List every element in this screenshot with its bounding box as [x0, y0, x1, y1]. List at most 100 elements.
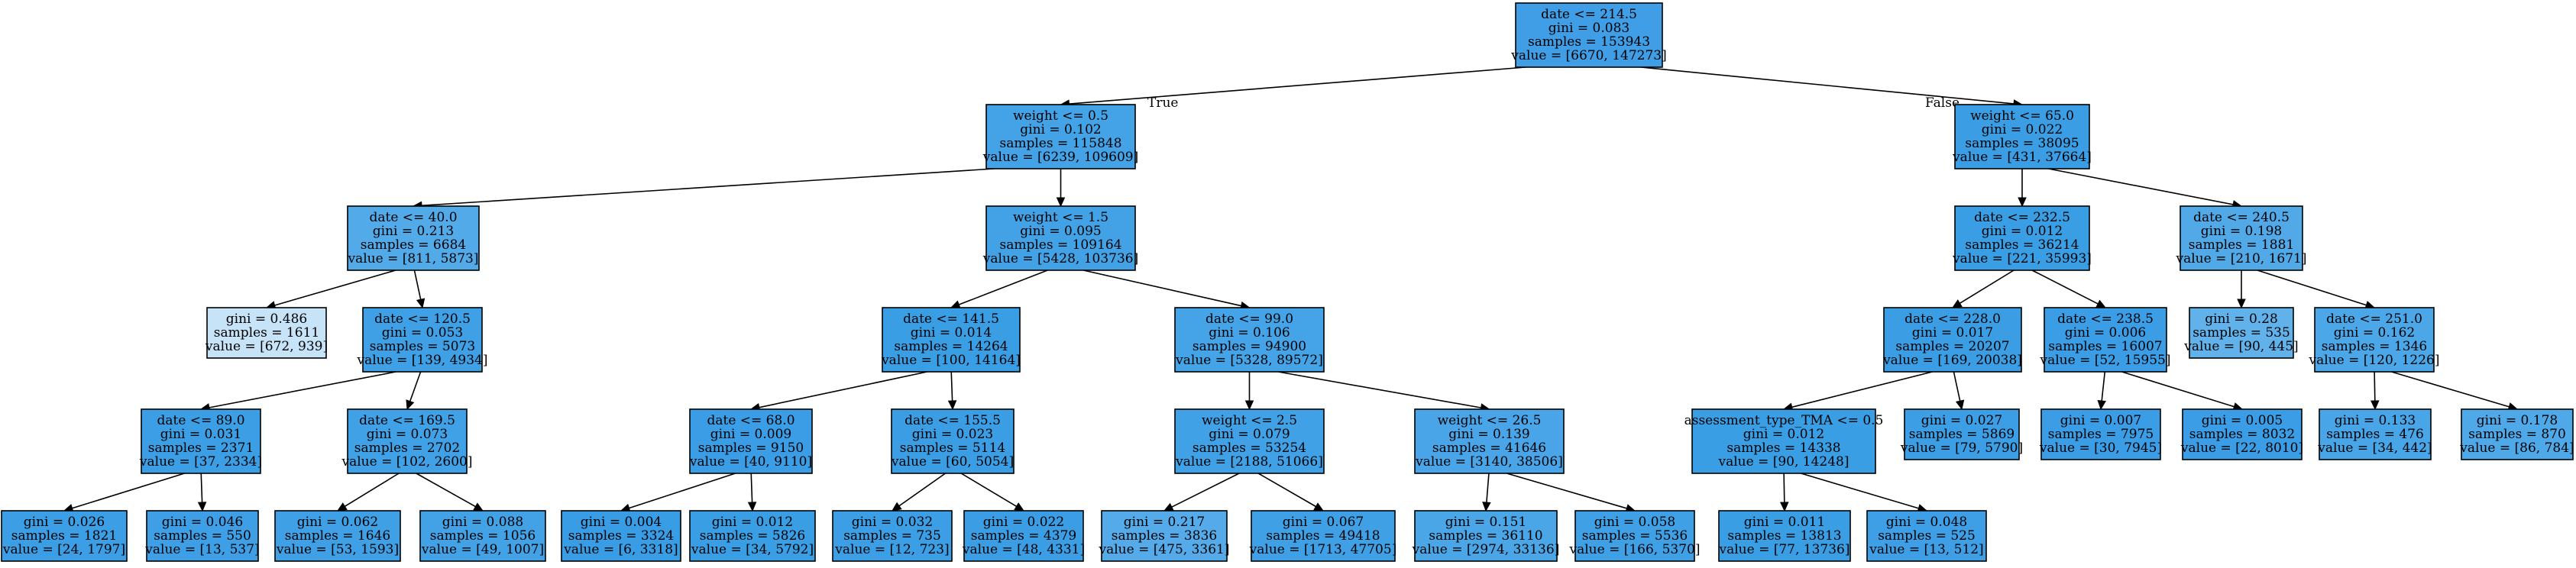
tree-edge	[1783, 473, 1785, 504]
node-line: value = [53, 1593]	[276, 542, 399, 557]
node-line: gini = 0.012	[712, 515, 793, 530]
node-line: weight <= 65.0	[1970, 108, 2074, 124]
node-line: samples = 109164	[999, 237, 1121, 253]
node-line: samples = 1346	[2322, 339, 2427, 354]
node-line: value = [60, 5054]	[891, 454, 1014, 470]
node-box	[2044, 307, 2167, 373]
tree-edge	[2121, 371, 2235, 408]
node-box	[362, 307, 483, 373]
node-line: date <= 251.0	[2326, 311, 2422, 327]
node-box	[2182, 408, 2303, 460]
node-line: gini = 0.486	[226, 311, 307, 327]
node-line: samples = 2371	[148, 441, 254, 456]
tree-edge	[200, 473, 203, 504]
node-line: samples = 5073	[370, 339, 475, 354]
edge-arrowhead	[2095, 299, 2107, 308]
node-line: gini = 0.102	[1020, 122, 1101, 137]
node-line: date <= 99.0	[1205, 311, 1293, 327]
tree-edge	[2257, 269, 2367, 306]
edge-arrowhead	[1955, 399, 1965, 411]
node-line: value = [13, 537]	[144, 542, 259, 557]
node-box	[689, 408, 813, 474]
node-line: value = [120, 1226]	[2308, 353, 2439, 368]
node-line: value = [52, 15955]	[2039, 353, 2170, 368]
node-line: value = [102, 2600]	[341, 454, 472, 470]
node-line: gini = 0.011	[1744, 515, 1825, 530]
tree-edge	[1278, 371, 1482, 409]
tree-edge	[208, 371, 396, 408]
tree-edge	[71, 473, 185, 509]
edge-label-true: True	[1147, 95, 1178, 111]
node-line: gini = 0.217	[1124, 515, 1205, 530]
node-box	[2319, 408, 2432, 460]
node-line: samples = 5869	[1909, 427, 2015, 442]
edge-arrowhead	[2097, 399, 2106, 411]
node-line: samples = 3836	[1112, 528, 1217, 544]
tree-edge	[958, 269, 1048, 306]
node-line: value = [431, 37664]	[1952, 150, 2092, 165]
node-line: samples = 1646	[285, 528, 390, 544]
tree-edge	[1801, 473, 1920, 509]
node-box	[1904, 408, 2020, 460]
tree-edge	[1083, 269, 1242, 307]
node-line: gini = 0.067	[1283, 515, 1364, 530]
node-line: date <= 232.5	[1974, 210, 2070, 225]
node-line: samples = 36110	[1429, 528, 1542, 544]
edge-arrowhead	[473, 502, 484, 512]
node-line: date <= 214.5	[1541, 7, 1637, 22]
tree-edge	[2101, 371, 2106, 402]
edge-arrowhead	[1163, 502, 1174, 512]
node-line: samples = 14338	[1727, 441, 1840, 456]
node-line: value = [22, 8010]	[2180, 441, 2303, 456]
node-box	[1414, 408, 1565, 474]
tree-edge	[2031, 269, 2099, 305]
node-line: gini = 0.178	[2477, 413, 2558, 428]
edge-arrowhead	[1014, 502, 1025, 512]
node-box	[985, 104, 1136, 169]
node-line: gini = 0.032	[852, 515, 933, 530]
node-line: samples = 16007	[2048, 339, 2162, 354]
node-line: date <= 155.5	[905, 413, 1001, 428]
tree-edge	[1486, 473, 1490, 504]
node-box	[2461, 408, 2574, 460]
node-line: value = [169, 20038]	[1882, 353, 2022, 368]
node-line: samples = 94900	[1193, 339, 1306, 354]
edge-arrowhead	[406, 399, 415, 411]
node-line: value = [12, 723]	[834, 542, 949, 557]
node-box	[1883, 307, 2022, 373]
node-line: gini = 0.009	[710, 427, 791, 442]
tree-edge	[1791, 371, 1933, 408]
node-line: value = [811, 5873]	[347, 251, 478, 266]
node-line: weight <= 0.5	[1013, 108, 1108, 124]
node-line: samples = 525	[1878, 528, 1976, 544]
node-box	[1414, 510, 1558, 562]
node-line: samples = 535	[2193, 325, 2290, 340]
node-line: value = [2188, 51066]	[1175, 454, 1323, 470]
node-line: samples = 115848	[999, 136, 1121, 151]
node-box	[2189, 307, 2294, 359]
node-line: samples = 41646	[1432, 441, 1546, 456]
node-line: samples = 6684	[361, 237, 466, 253]
node-line: gini = 0.106	[1209, 325, 1290, 340]
node-line: samples = 53254	[1193, 441, 1306, 456]
edge-arrowhead	[1482, 502, 1491, 512]
node-box	[206, 307, 327, 359]
tree-edge	[898, 473, 946, 507]
